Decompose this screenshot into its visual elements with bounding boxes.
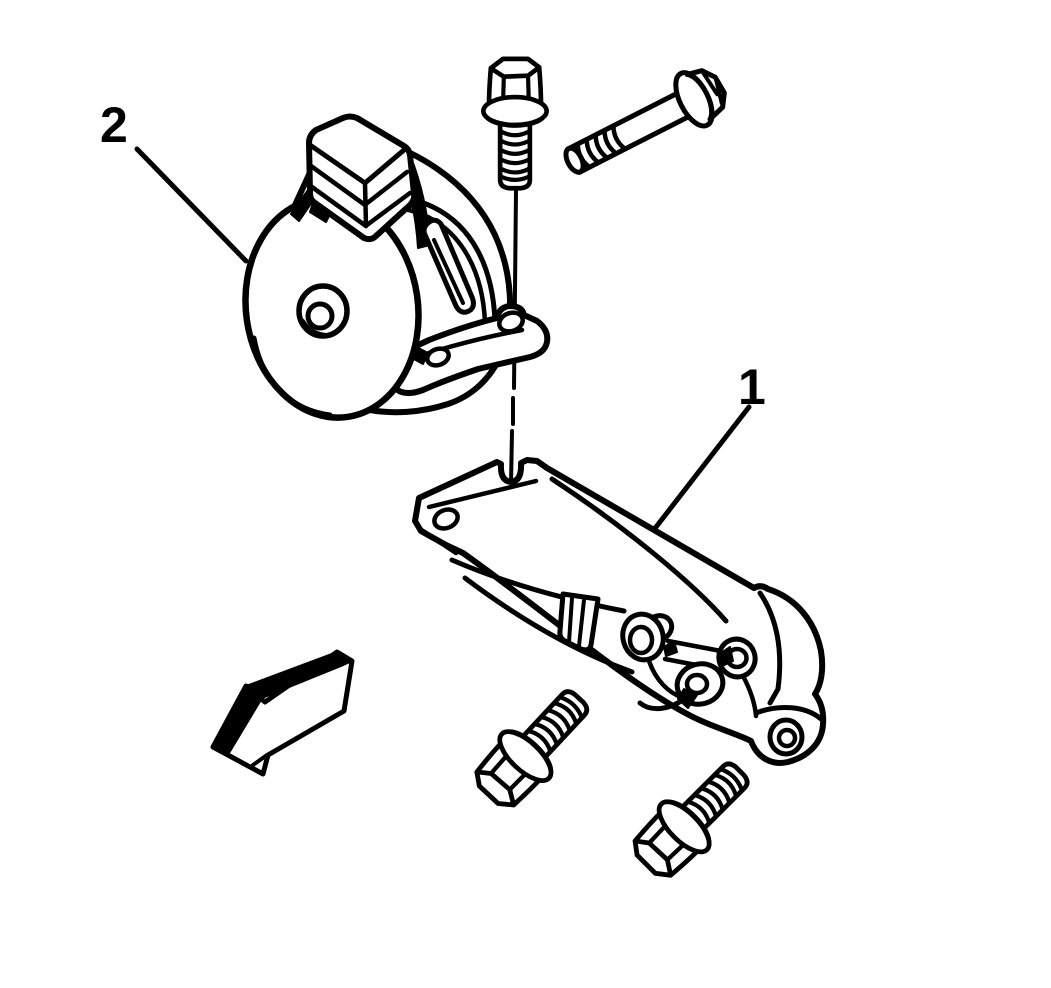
bracket-boss-hole	[684, 672, 710, 696]
bracket-boss-hole	[627, 624, 655, 656]
mount-flange-bolt-hole	[497, 310, 525, 334]
callout-label-1: 1	[738, 359, 766, 415]
callout-2: 2	[100, 97, 249, 264]
bracket-bolt-right	[624, 748, 763, 887]
mount-bolt-angled	[563, 68, 727, 175]
bracket-boss-hole	[776, 727, 798, 749]
bracket-bolt-left	[465, 676, 602, 817]
bracket-pad-hole	[432, 507, 460, 531]
mounting-bracket	[412, 457, 827, 766]
direction-arrow-icon	[210, 649, 355, 777]
mount-hub-hole	[305, 301, 335, 331]
engine-mount	[242, 113, 551, 421]
leader-line-1	[636, 404, 752, 552]
mount-rubber-block	[290, 113, 418, 243]
leader-line-2	[134, 146, 249, 264]
callout-label-2: 2	[100, 97, 128, 153]
mount-bolt-vertical	[483, 59, 546, 188]
callout-1: 1	[636, 359, 766, 552]
mount-flange-hole	[425, 346, 451, 368]
